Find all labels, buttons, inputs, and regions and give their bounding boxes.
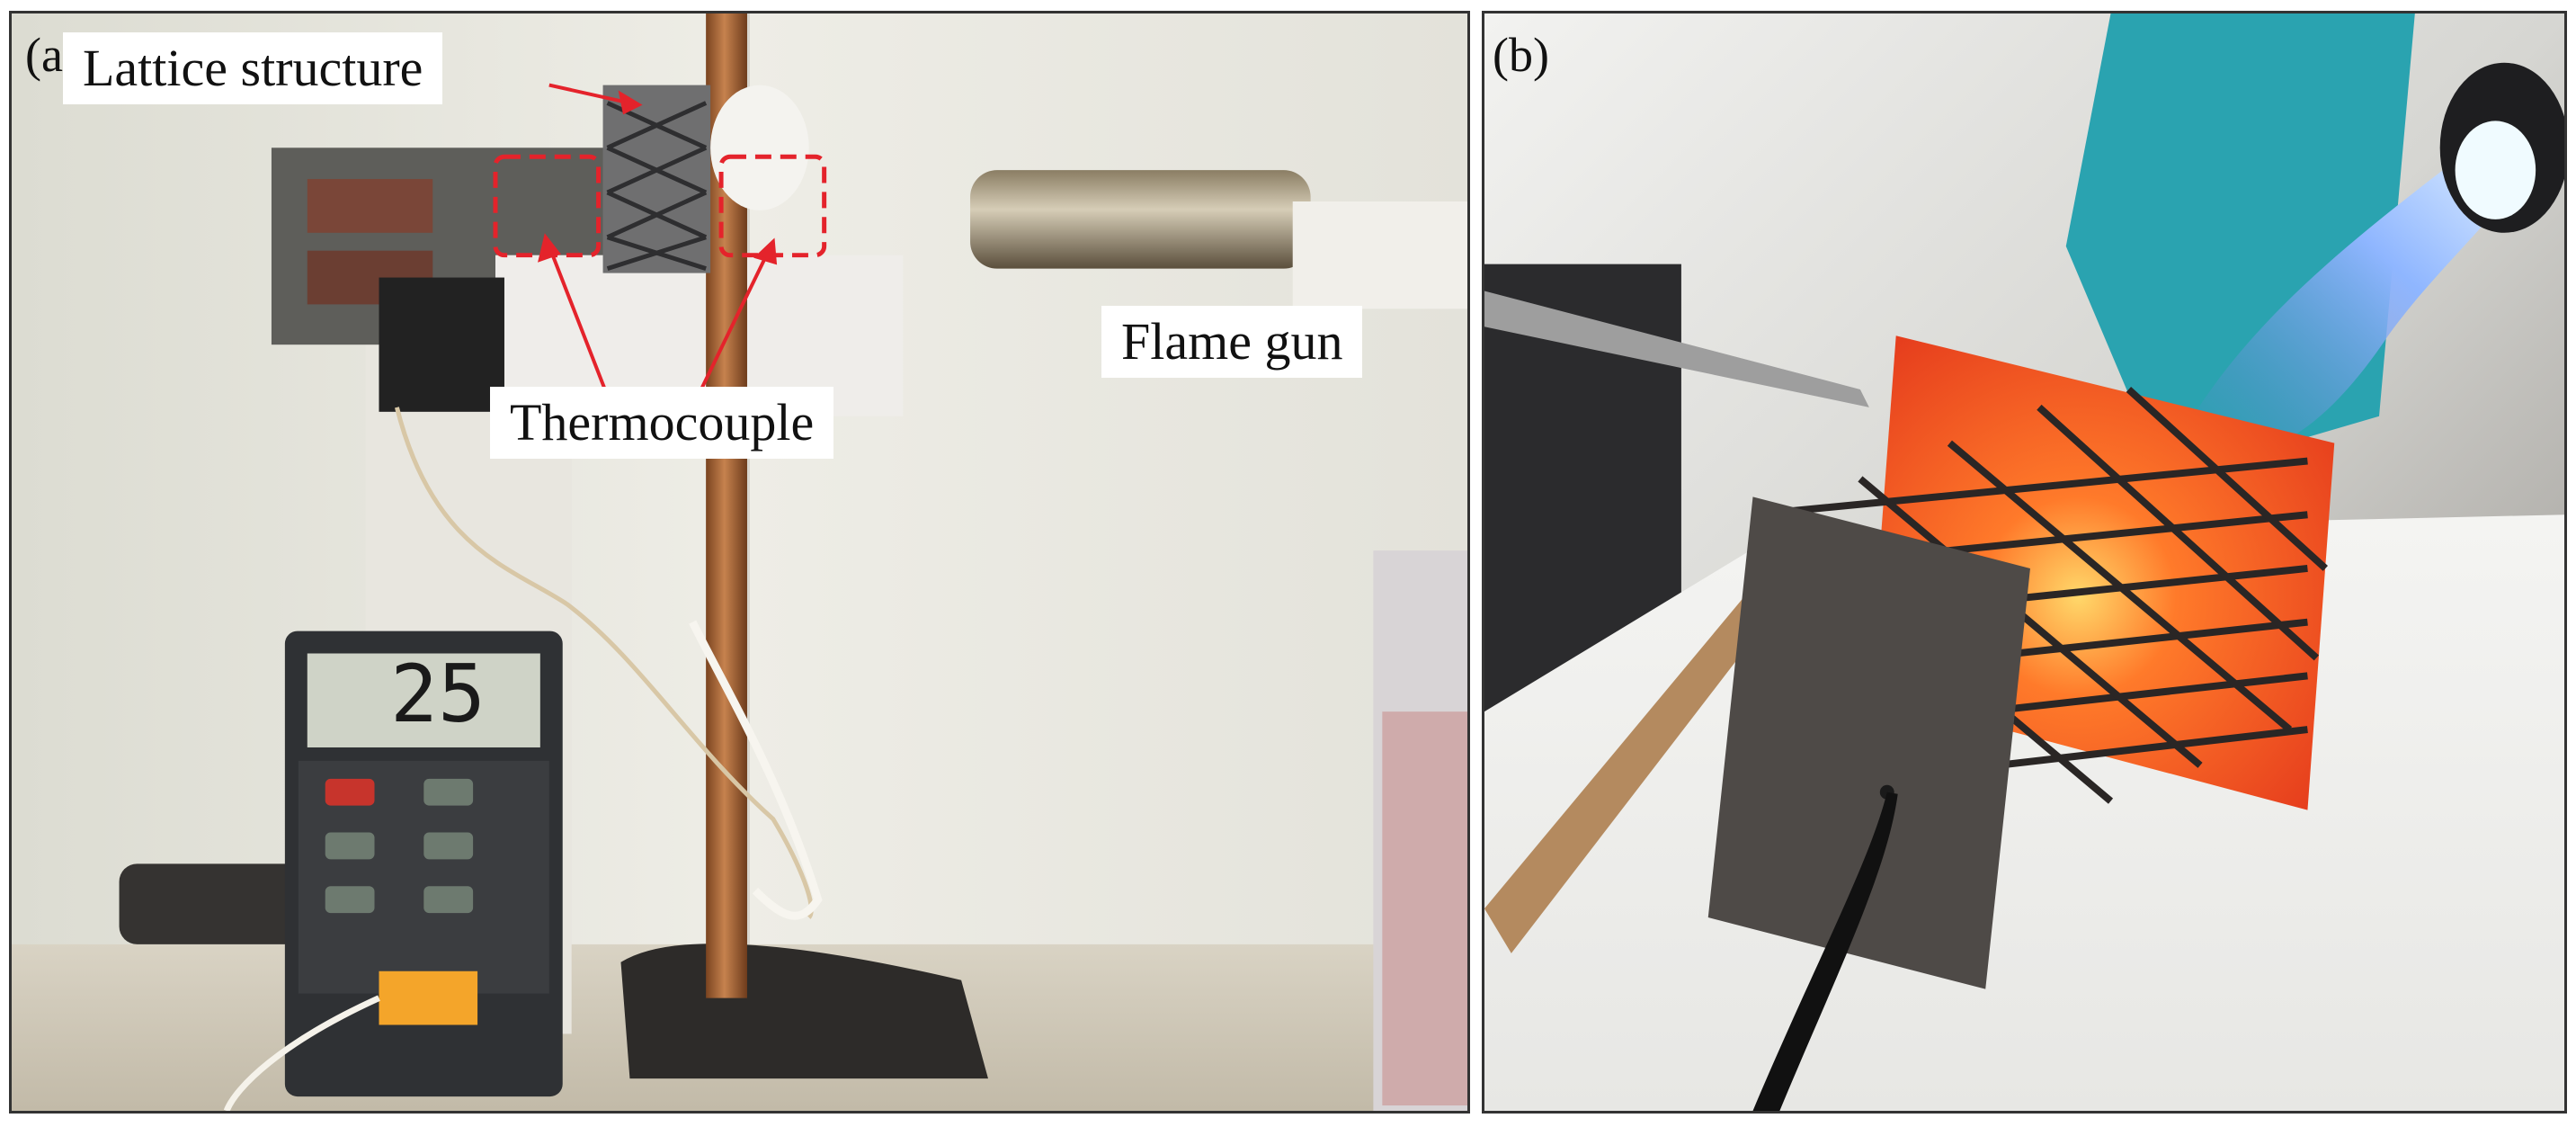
meter-connector [379, 970, 478, 1025]
lattice-struts [606, 101, 708, 271]
wall-tile [745, 13, 750, 953]
thermocouple-wire [394, 407, 814, 919]
thermometer-screen [307, 653, 540, 747]
black-tape [379, 277, 504, 412]
lattice-structure-label: Lattice structure [63, 32, 443, 104]
panel-a-scene [12, 13, 1467, 1111]
meter-button [423, 886, 474, 914]
flame-gun-body [1292, 201, 1467, 309]
meter-reading: 25 [390, 648, 486, 740]
black-cable [1752, 792, 1898, 1111]
meter-button-red [325, 778, 375, 806]
panel-b-photo [1482, 11, 2567, 1114]
meter-button [325, 832, 375, 860]
flame-gun-nozzle [970, 170, 1311, 269]
panel-b-letter: (b) [1493, 28, 1549, 82]
flame [2182, 130, 2523, 453]
thermocouple-label: Thermocouple [490, 387, 834, 459]
torch-tip [2455, 121, 2536, 219]
lattice-plate [602, 85, 711, 273]
thermocouple-probe [1484, 291, 1869, 407]
cotton-wrap [710, 85, 809, 210]
meter-button [423, 778, 474, 806]
controller-display [307, 179, 433, 233]
meter-button [325, 886, 375, 914]
panel-b-scene [1484, 13, 2564, 1111]
front-plate [1707, 496, 2030, 989]
meter-cable [223, 995, 380, 1111]
meter-button [423, 832, 474, 860]
flame-gun-label: Flame gun [1101, 306, 1363, 378]
thermocouple-wire-2 [689, 620, 823, 920]
wooden-frame [1484, 586, 1780, 953]
annotation-arrows [538, 83, 778, 408]
panel-a-photo [9, 11, 1470, 1114]
gas-can-print [1382, 711, 1467, 1106]
